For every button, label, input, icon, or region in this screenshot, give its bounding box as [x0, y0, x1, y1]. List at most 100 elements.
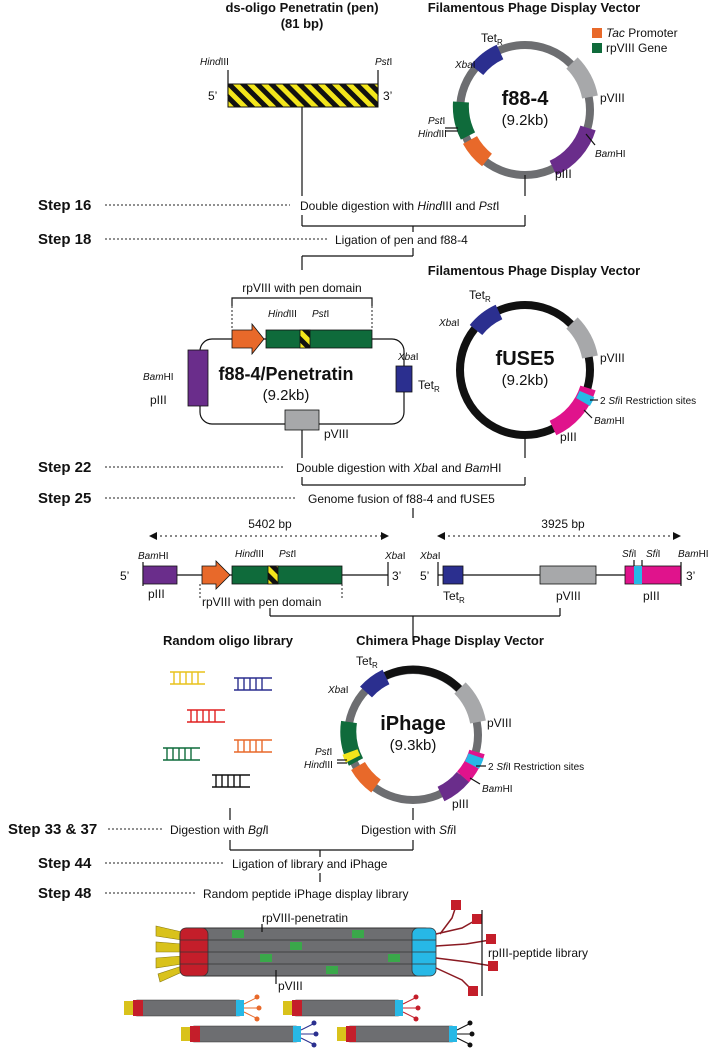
step-16: Step 16 Double digestion with HindIII an… [38, 197, 526, 232]
penetratin-oligo: ds-oligo Penetratin (pen) (81 bp) HindII… [200, 0, 392, 196]
hindiii-site-label: HindIII [418, 129, 447, 140]
right-bp: 3925 bp [541, 517, 585, 531]
step-25-desc: Genome fusion of f88-4 and fUSE5 [308, 492, 495, 506]
tetr-block [395, 365, 413, 393]
step-44: Step 44 Ligation of library and iPhage [38, 855, 388, 882]
bamhi-label: BamHI [594, 416, 625, 427]
step-33-label: Step 33 & 37 [8, 821, 97, 838]
oligo-title: ds-oligo Penetratin (pen) [225, 0, 378, 15]
pen-insert [299, 329, 311, 349]
rpviii-segment [452, 101, 476, 140]
f88-4-size: (9.2kb) [502, 112, 549, 129]
step-22-desc: Double digestion with XbaI and BamHI [296, 461, 501, 475]
five-prime: 5’ [420, 569, 429, 583]
linear-genome: 5402 bp 3925 bp BamHI 5’ pIII HindIII Ps… [120, 517, 709, 640]
tac-arrow [231, 322, 265, 356]
tac-segment [351, 761, 381, 793]
xbai-label: XbaI [454, 60, 476, 71]
xbai-label: XbaI [438, 318, 460, 329]
fuse5-vector-title: Filamentous Phage Display Vector [428, 263, 640, 278]
pviii-segment [566, 57, 598, 99]
iphage-size: (9.3kb) [390, 737, 437, 754]
tetr-label: TetR [443, 589, 465, 605]
sfi-sites-label: 2 SfiI Restriction sites [600, 396, 696, 407]
pviii-label: pVIII [324, 427, 349, 441]
piii-segment [549, 125, 596, 176]
hindiii-label: HindIII [200, 57, 229, 68]
tac-arrow [201, 560, 231, 590]
phage-small-2 [283, 994, 421, 1022]
phage-small-3 [181, 1020, 319, 1048]
piii-label: pIII [452, 797, 469, 811]
tetr-segment [469, 304, 503, 336]
legend-tac-swatch [592, 28, 602, 38]
step-48: Step 48 Random peptide iPhage display li… [38, 885, 408, 902]
step-25: Step 25 Genome fusion of f88-4 and fUSE5 [38, 490, 495, 518]
f88-4-vector: Filamentous Phage Display Vector Tac Pro… [418, 0, 678, 196]
iphage-name: iPhage [380, 713, 446, 735]
oligo-blue [234, 677, 272, 691]
step-44-label: Step 44 [38, 855, 92, 872]
oligo-black [212, 774, 250, 788]
rpviii-penetratin-label: rpVIII-penetratin [262, 911, 348, 925]
piii-magenta-segment [456, 749, 485, 783]
sfii-label: SfiI [622, 549, 636, 560]
library-title: Random oligo library [163, 633, 294, 648]
pviii-label: pVIII [600, 91, 625, 105]
legend-tac: Tac Promoter [606, 26, 678, 40]
piii-label: pIII [560, 430, 577, 444]
piii-block [187, 349, 209, 407]
fuse5-name: fUSE5 [496, 348, 555, 370]
tetr-segment [360, 669, 390, 698]
psti-site-label: PstI [279, 549, 296, 560]
phage-small-4 [337, 1020, 475, 1048]
fuse5-vector: Filamentous Phage Display Vector fUSE5 (… [428, 263, 696, 458]
step-18-label: Step 18 [38, 231, 91, 248]
pviii-block [284, 409, 320, 431]
tetr-label: TetR [418, 378, 440, 394]
sfi-site [634, 566, 642, 584]
rpviii-pen-label: rpVIII with pen domain [202, 595, 321, 609]
step-22-label: Step 22 [38, 459, 91, 476]
sfii-label-2: SfiI [646, 549, 660, 560]
chimera-title: Chimera Phage Display Vector [356, 633, 544, 648]
rpiii-library-label: rpIII-peptide library [488, 946, 588, 960]
xbai-label: XbaI [384, 551, 406, 562]
bamhi-label: BamHI [678, 549, 709, 560]
step-44-desc: Ligation of library and iPhage [232, 857, 388, 871]
xbai-label: XbaI [397, 352, 419, 363]
bamhi-label: BamHI [595, 149, 626, 160]
step-18: Step 18 Ligation of pen and f88-4 [38, 231, 468, 270]
hindiii-site-label: HindIII [235, 549, 264, 560]
sfi-sites-label: 2 SfiI Restriction sites [488, 762, 584, 773]
oligo-length: (81 bp) [281, 16, 324, 31]
step-22: Step 22 Double digestion with XbaI and B… [38, 459, 526, 486]
bamhi-label: BamHI [143, 372, 174, 383]
penetratin-block [227, 83, 379, 108]
legend-rpviii-swatch [592, 43, 602, 53]
rpviii-segment [340, 720, 364, 766]
construct-size: (9.2kb) [263, 387, 310, 404]
psti-site-label: PstI [312, 309, 329, 320]
psti-label: PstI [375, 57, 392, 68]
piii-block [142, 565, 178, 585]
step-16-desc: Double digestion with HindIII and PstI [300, 199, 499, 213]
tetr-label: TetR [481, 31, 503, 47]
bamhi-label: BamHI [482, 784, 513, 795]
piii-segment [549, 385, 596, 436]
f88-4-name: f88-4 [502, 88, 550, 110]
rpviii-block [231, 565, 343, 585]
pviii-coat-label: pVIII [278, 979, 303, 993]
sfi-site-segment [464, 753, 484, 769]
pviii-segment [454, 682, 486, 724]
five-prime: 5’ [120, 569, 129, 583]
hindiii-site-label: HindIII [304, 760, 333, 771]
pviii-segment [566, 317, 598, 359]
step-25-label: Step 25 [38, 490, 91, 507]
xbai-label: XbaI [419, 551, 441, 562]
three-prime: 3’ [686, 569, 695, 583]
iphage-vector: Chimera Phage Display Vector iPhage (9.3… [304, 633, 584, 820]
five-prime: 5’ [208, 89, 217, 103]
random-oligo-library: Random oligo library [163, 633, 294, 820]
